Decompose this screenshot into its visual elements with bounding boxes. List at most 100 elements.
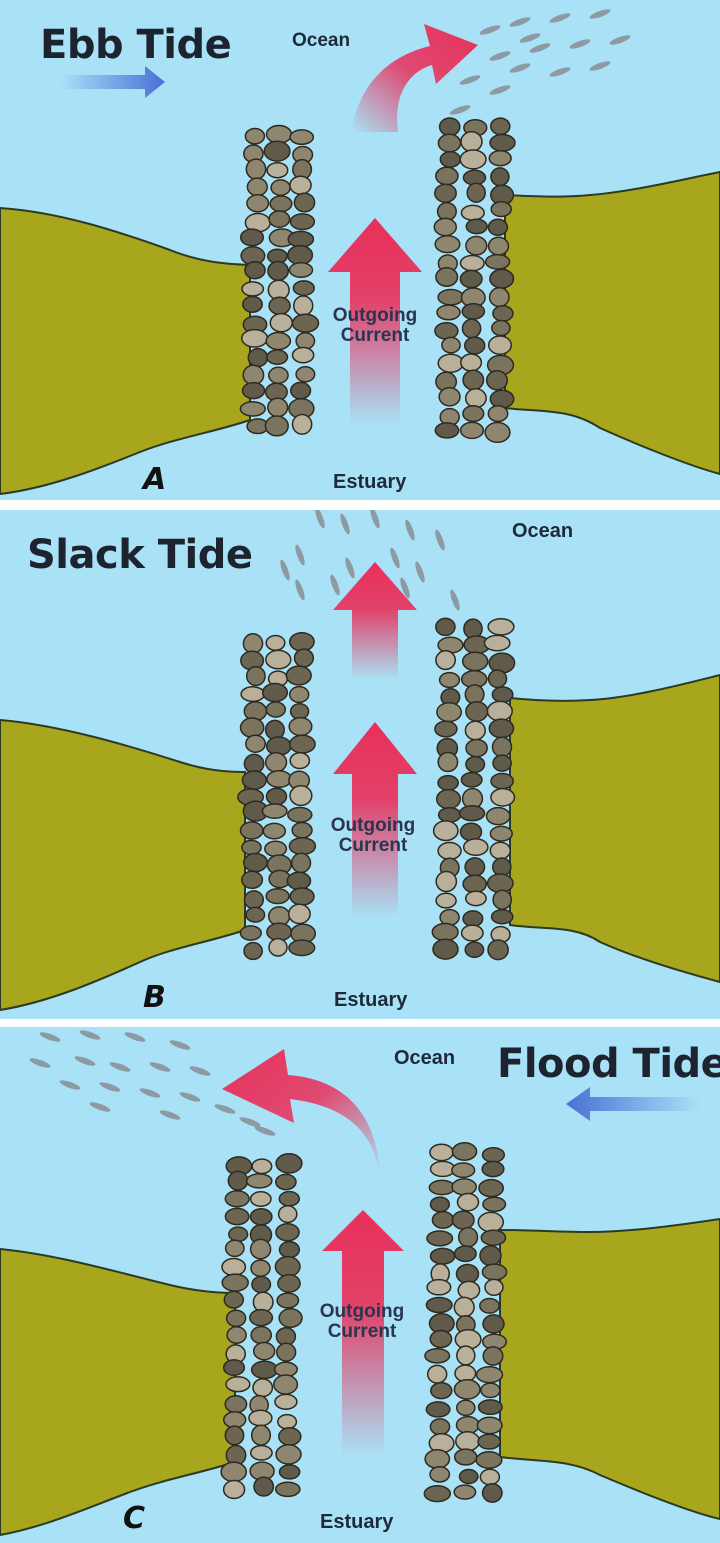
- rock: [485, 370, 509, 391]
- rock: [277, 1413, 298, 1430]
- rock: [431, 1210, 455, 1229]
- fish: [74, 1056, 96, 1066]
- fish: [295, 579, 305, 601]
- rock: [465, 755, 486, 773]
- rock: [478, 1178, 505, 1198]
- rock: [263, 140, 291, 162]
- rock: [459, 254, 485, 272]
- rock: [435, 870, 458, 893]
- rock: [227, 1170, 249, 1191]
- rock: [489, 268, 515, 289]
- rock: [465, 738, 488, 758]
- estuary-label: Estuary: [334, 989, 408, 1011]
- fish: [489, 51, 511, 61]
- rock: [475, 1451, 503, 1469]
- rock: [424, 1449, 451, 1469]
- rock: [264, 840, 288, 858]
- rock: [288, 261, 314, 279]
- rock: [453, 1379, 481, 1400]
- rock: [438, 671, 461, 689]
- fish-school: [280, 510, 460, 611]
- rock: [488, 149, 512, 167]
- rock: [487, 939, 509, 961]
- rock: [245, 665, 266, 687]
- rock: [456, 1345, 476, 1366]
- rock: [492, 754, 512, 772]
- rock: [434, 321, 459, 340]
- rock: [288, 631, 315, 652]
- left-jetty: [220, 1153, 303, 1500]
- rock: [265, 649, 292, 670]
- fish: [400, 577, 410, 599]
- fish: [519, 33, 541, 43]
- rock: [455, 1263, 480, 1285]
- rock: [487, 236, 510, 256]
- rock: [464, 941, 485, 959]
- rock: [242, 364, 265, 386]
- rock: [289, 381, 312, 400]
- rock: [277, 1205, 298, 1224]
- rock: [269, 195, 293, 213]
- rock: [275, 1444, 302, 1465]
- rock: [435, 650, 457, 671]
- rock: [249, 1191, 272, 1207]
- rock: [489, 841, 512, 860]
- rock: [435, 617, 456, 637]
- rock: [438, 117, 461, 137]
- ocean-label: Ocean: [394, 1047, 456, 1069]
- rock: [265, 634, 286, 652]
- rock: [465, 218, 488, 235]
- rock: [266, 349, 289, 365]
- fish: [489, 85, 511, 95]
- rock: [239, 717, 265, 738]
- rock: [466, 182, 486, 203]
- rock: [436, 701, 463, 723]
- fish: [589, 61, 611, 71]
- fish: [529, 43, 551, 53]
- current-label: Outgoing Current: [330, 815, 416, 856]
- rock: [267, 397, 289, 418]
- rock: [252, 1341, 276, 1361]
- rock: [276, 1342, 297, 1362]
- rock: [462, 369, 485, 391]
- rock: [423, 1485, 452, 1503]
- rock: [483, 634, 511, 652]
- fish: [340, 513, 350, 535]
- rock: [225, 1376, 251, 1393]
- rock: [484, 421, 511, 444]
- fish: [214, 1104, 236, 1114]
- rock: [429, 1196, 451, 1213]
- rock: [293, 648, 315, 668]
- rock: [278, 1464, 301, 1480]
- rock: [487, 669, 508, 689]
- ocean-label: Ocean: [512, 520, 574, 542]
- rock: [488, 718, 515, 739]
- fish: [415, 561, 425, 583]
- rock: [286, 871, 312, 891]
- rock: [479, 1245, 502, 1267]
- rock: [436, 304, 461, 321]
- rock: [455, 1399, 476, 1417]
- rock: [461, 318, 482, 339]
- rock: [295, 332, 316, 350]
- rock: [434, 183, 457, 203]
- rock: [245, 158, 267, 180]
- rock: [265, 124, 293, 144]
- fish: [254, 1126, 276, 1136]
- rock: [435, 788, 462, 810]
- panel-slack-tide: Slack Tide Ocean Outgoing Current Estuar…: [0, 510, 720, 1019]
- rock: [224, 1425, 245, 1446]
- fish: [449, 105, 471, 115]
- rock: [274, 1481, 301, 1498]
- rock: [247, 347, 269, 368]
- panel-letter: C: [123, 1501, 146, 1536]
- rock: [249, 1238, 272, 1260]
- rock: [479, 1297, 500, 1314]
- rock: [268, 937, 288, 957]
- rock: [482, 1346, 504, 1366]
- fish: [29, 1058, 51, 1068]
- rock: [249, 1208, 273, 1226]
- rock: [490, 117, 511, 136]
- rock: [242, 633, 264, 654]
- fish: [59, 1080, 81, 1090]
